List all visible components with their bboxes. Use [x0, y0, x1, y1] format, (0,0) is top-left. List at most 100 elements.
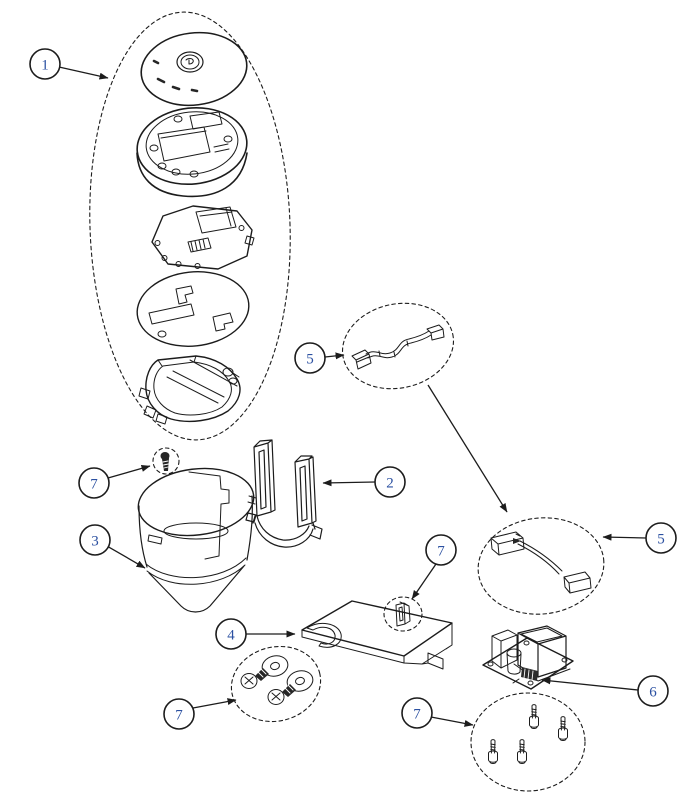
screws-washers-capsule — [230, 645, 322, 723]
assembly-boundary-ellipse — [89, 11, 291, 441]
hopper-crease — [145, 557, 247, 585]
base-outline — [145, 355, 241, 423]
bracket-right-prong — [294, 455, 317, 528]
callout-4: 4 — [215, 618, 247, 650]
leader-callout-3 — [106, 545, 146, 569]
hopper-funnel — [148, 565, 245, 613]
screw-boundary-circle — [152, 447, 180, 475]
board-pin-header — [187, 237, 212, 253]
leader-callout-1 — [58, 66, 109, 80]
callout-5-top-number: 5 — [306, 352, 314, 368]
back-plate — [136, 271, 250, 347]
clip-part — [395, 601, 411, 627]
callout-2: 2 — [374, 466, 406, 498]
callout-7-screw: 7 — [78, 467, 110, 499]
board-connector — [195, 206, 255, 246]
screw-capsule — [152, 447, 180, 475]
transformer-box — [517, 625, 567, 678]
hopper-inner-bracket — [188, 471, 230, 560]
base-terminal-post — [222, 367, 240, 385]
plate-u-notch — [306, 622, 342, 648]
board-outline — [151, 205, 253, 270]
callout-7-hardware-number: 7 — [175, 708, 183, 724]
housing-inner-ring — [145, 111, 239, 175]
callout-4-number: 4 — [227, 628, 235, 644]
hopper-walls — [138, 495, 253, 568]
wall-bracket — [245, 439, 323, 548]
relay-box — [491, 629, 518, 669]
power-board-outline — [482, 637, 574, 690]
callout-3-number: 3 — [91, 534, 99, 550]
terminal-pins — [523, 668, 534, 681]
top-cover-disc — [140, 31, 248, 107]
mounting-base — [138, 355, 241, 425]
plate-slots — [148, 285, 234, 338]
callout-5-top: 5 — [294, 342, 326, 374]
disc-detail-marks — [152, 59, 199, 93]
mount-plate — [301, 600, 453, 670]
callout-7-clip: 7 — [425, 534, 457, 566]
leader-callout-5-right — [602, 533, 647, 541]
housing-holes — [149, 115, 233, 178]
plate-outline — [136, 271, 250, 347]
pan-head-screw-1 — [240, 668, 269, 689]
disc-outline — [140, 31, 248, 107]
housing-outline — [136, 106, 248, 186]
logo-glyph — [185, 58, 194, 65]
housing-depth — [136, 152, 248, 198]
clip-boundary-circle — [383, 596, 423, 632]
standoffs-capsule — [470, 692, 586, 792]
capacitor-cylinder — [506, 648, 522, 675]
base-crossbars — [157, 355, 238, 404]
clip-capsule — [383, 596, 423, 632]
leader-lines — [58, 66, 647, 727]
display-window — [157, 111, 230, 162]
screw-head — [160, 452, 170, 460]
callouts: 1 5 7 3 2 7 5 4 — [29, 48, 677, 730]
callout-6-number: 6 — [649, 685, 657, 701]
callout-1-number: 1 — [41, 58, 49, 74]
washer-2 — [286, 670, 314, 692]
leader-callout-5-top — [324, 352, 345, 360]
main-housing — [136, 106, 248, 198]
display-assembly-group — [89, 11, 291, 441]
callout-6: 6 — [637, 675, 669, 707]
harness-boundary-ellipse — [477, 517, 605, 615]
screw-threads — [162, 460, 169, 469]
leader-callout-7-standoffs — [430, 716, 474, 727]
bracket-base — [245, 512, 323, 548]
cable-connector-right — [426, 324, 445, 341]
cable-ribbon — [365, 330, 432, 359]
power-board-holes — [487, 640, 568, 686]
logo-emblem-outer — [176, 51, 204, 73]
board-screws — [154, 225, 245, 269]
callout-5-right-number: 5 — [657, 532, 665, 548]
circuit-board — [151, 205, 255, 270]
callout-7-standoffs-number: 7 — [413, 707, 421, 723]
harness-wires — [517, 540, 563, 575]
callout-7-clip-number: 7 — [437, 544, 445, 560]
hardware-boundary-ellipse — [230, 645, 322, 723]
callout-5-right: 5 — [645, 522, 677, 554]
wire-stub — [512, 678, 520, 684]
callout-3: 3 — [79, 524, 111, 556]
cable-connector-left — [351, 349, 372, 370]
callout-7-hardware: 7 — [163, 698, 195, 730]
callout-7-screw-number: 7 — [90, 477, 98, 493]
leader-callout-7-screw — [107, 464, 151, 479]
standoffs-boundary-ellipse — [470, 692, 586, 792]
callout-2-number: 2 — [386, 476, 394, 492]
leader-callout-7-hardware — [192, 698, 237, 709]
leader-callout-7-clip — [411, 563, 437, 600]
hopper-cup — [137, 467, 257, 613]
leader-callout-6 — [541, 677, 639, 691]
pan-head-screw-2 — [267, 684, 296, 705]
plate-flange — [301, 622, 453, 670]
hopper-inner-bottom — [163, 522, 229, 540]
harness-connector-bottom — [563, 571, 592, 594]
harness-wire-joint — [513, 538, 521, 544]
bracket-left-prong — [253, 439, 276, 517]
